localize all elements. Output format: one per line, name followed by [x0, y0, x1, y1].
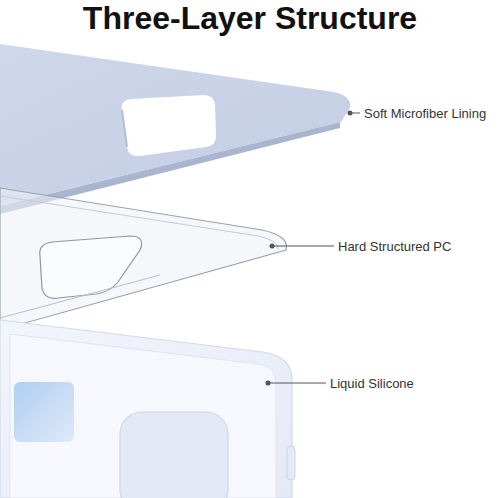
leader-dot	[266, 381, 271, 386]
callout-label: Liquid Silicone	[330, 376, 414, 392]
label-holder: Liquid Silicone	[330, 374, 414, 392]
title: Three-Layer Structure	[83, 0, 417, 37]
blue-shade	[14, 382, 74, 442]
silicone-layer	[0, 320, 295, 498]
leader-line	[272, 246, 334, 247]
callout-label: Hard Structured PC	[338, 239, 451, 255]
pc-reflection	[0, 275, 160, 318]
title-holder: Three-Layer Structure	[83, 0, 417, 37]
pc-layer	[0, 188, 287, 330]
leader-dot	[270, 244, 275, 249]
label-holder: Hard Structured PC	[338, 237, 451, 255]
camera-cutout	[122, 95, 216, 156]
leader-line	[268, 383, 326, 384]
lining-face	[0, 44, 350, 206]
side-button	[287, 446, 295, 480]
case-camera-hole	[120, 412, 228, 498]
cutout-edge	[122, 110, 127, 147]
pc-camera-cutout	[40, 236, 142, 298]
lining-layer	[0, 44, 350, 214]
leader-dot	[348, 111, 353, 116]
pc-shell	[0, 188, 287, 330]
label-holder: Soft Microfiber Lining	[364, 104, 486, 122]
callout-label: Soft Microfiber Lining	[364, 106, 486, 122]
